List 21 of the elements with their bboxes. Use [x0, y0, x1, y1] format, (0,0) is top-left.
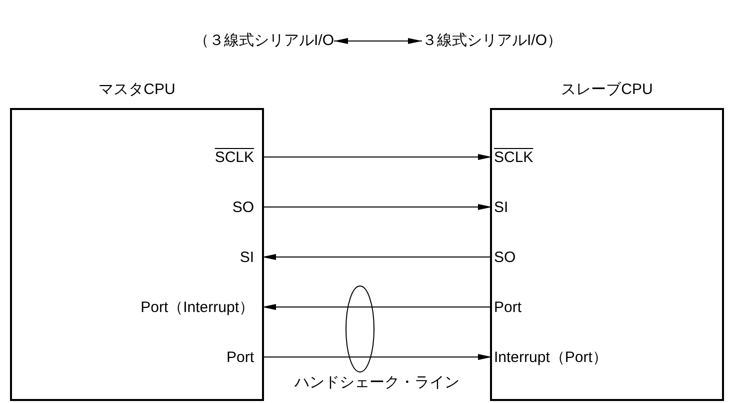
pin-label: SO: [493, 250, 516, 264]
header-text: （３線式シリアルI/O: [194, 30, 334, 51]
pin-label: SO: [232, 200, 255, 214]
pin-label: Port: [226, 350, 255, 364]
arrow: [262, 304, 492, 310]
arrow: [262, 254, 492, 260]
pin-label: Interrupt（Port）: [493, 350, 608, 364]
header-text: ３線式シリアルI/O）: [422, 30, 562, 51]
arrow: [334, 38, 422, 44]
cpu-label: マスタCPU: [98, 80, 176, 100]
arrow: [262, 354, 492, 360]
pin-label: Port（Interrupt）: [140, 300, 255, 314]
arrow: [262, 154, 492, 160]
pin-label: SI: [240, 250, 255, 264]
arrow: [262, 204, 492, 210]
cpu-label: スレーブCPU: [561, 80, 653, 100]
pin-label: SCLK: [493, 150, 534, 164]
pin-label: SI: [493, 200, 508, 214]
pin-label: Port: [493, 300, 522, 314]
handshake-line-label: ハンドシェーク・ライン: [294, 373, 460, 393]
pin-label: SCLK: [214, 150, 255, 164]
